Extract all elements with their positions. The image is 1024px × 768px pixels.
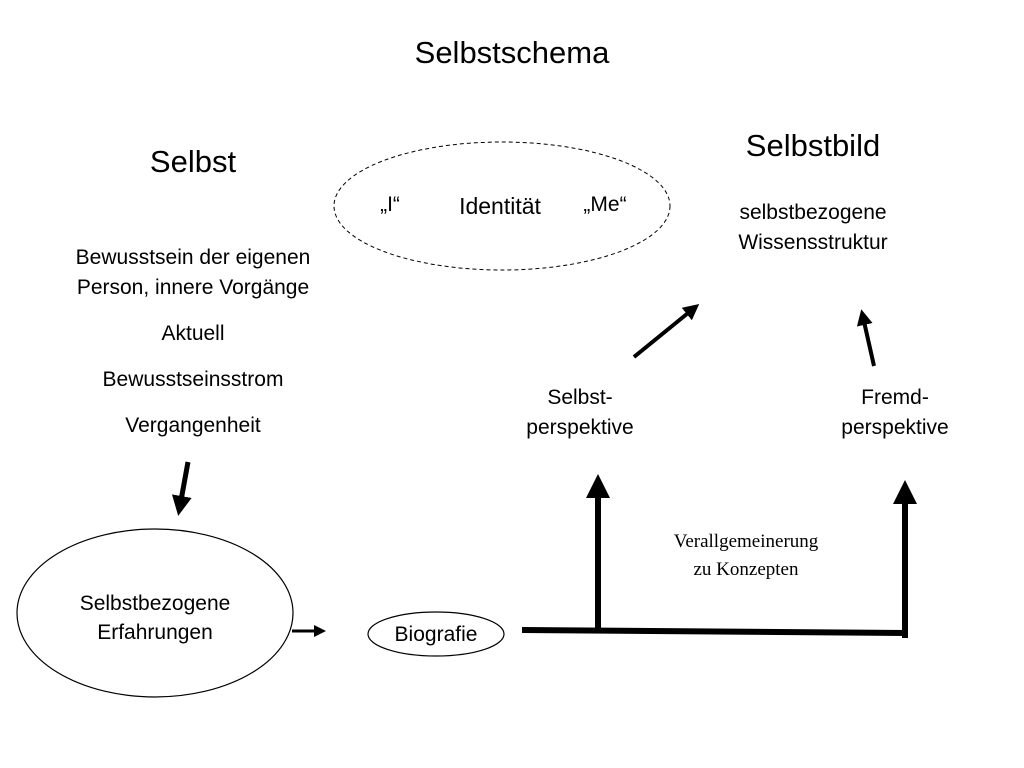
erfahrungen-line-2: Erfahrungen [97, 621, 213, 644]
arrow-selbst-to-bild [632, 303, 700, 359]
erfahrungen-line-1: Selbstbezogene [79, 592, 231, 615]
bewusstseinsstrom-label: Bewusstseinsstrom [102, 368, 284, 391]
selbst-description-line-2: Person, innere Vorgänge [76, 276, 310, 299]
selbstperspektive-line-1: Selbst- [547, 386, 613, 409]
selbst-description-line-1: Bewusstsein der eigenen [75, 246, 311, 269]
vergangenheit-label: Vergangenheit [125, 414, 261, 437]
bracket-baseline [521, 627, 907, 636]
selbstperspektive-line-2: perspektive [526, 416, 634, 439]
biografie-label: Biografie [394, 623, 478, 646]
aktuell-label: Aktuell [161, 322, 225, 345]
page-title: Selbstschema [414, 35, 610, 70]
erfahrungen-ellipse [16, 528, 294, 698]
selbstbild-line-1: selbstbezogene [739, 201, 887, 224]
identity-i-label: „I“ [380, 193, 400, 216]
identity-ellipse [333, 141, 671, 271]
selbstbild-heading: Selbstbild [745, 128, 881, 163]
verallgemeinerung-line-1: Verallgemeinerung [673, 531, 819, 552]
selbst-heading: Selbst [149, 144, 237, 179]
arrow-down [171, 461, 192, 516]
fremdperspektive-line-2: perspektive [841, 416, 949, 439]
identity-label: Identität [459, 193, 541, 219]
identity-me-label: „Me“ [583, 193, 627, 216]
fremdperspektive-line-1: Fremd- [861, 386, 929, 409]
verallgemeinerung-line-2: zu Konzepten [693, 559, 799, 580]
arrow-fremd-to-bild [856, 309, 876, 367]
biografie-ellipse [367, 611, 505, 657]
selbstbild-line-2: Wissensstruktur [738, 231, 888, 254]
